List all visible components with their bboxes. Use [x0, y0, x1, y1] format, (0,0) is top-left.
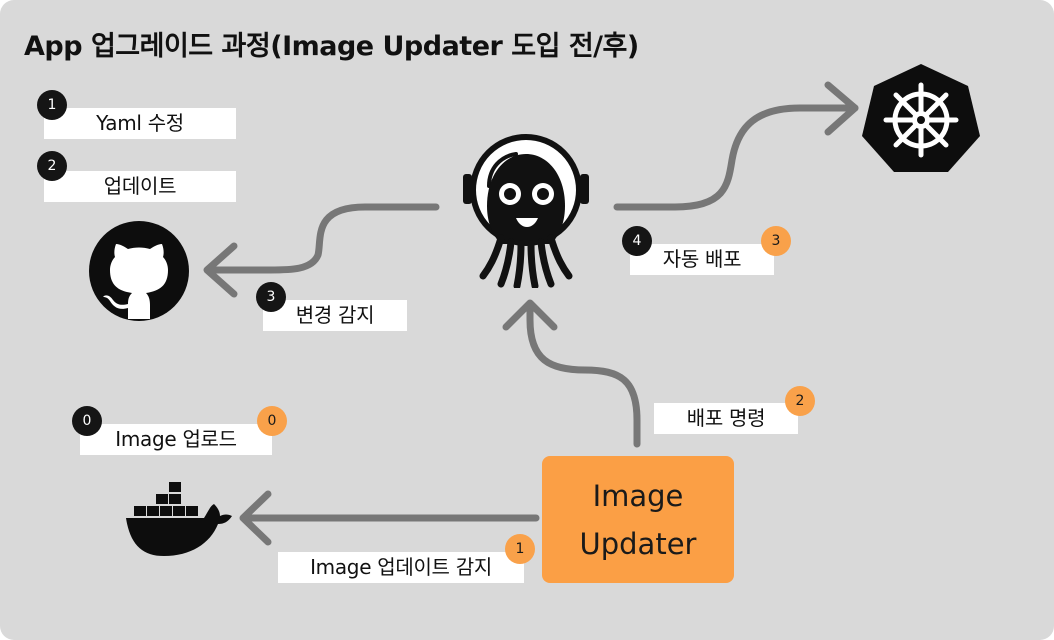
badge-step-1: 1 [37, 90, 67, 120]
label-image-upload: Image 업로드 [80, 424, 272, 455]
arrow-head-argocd [502, 299, 558, 331]
label-yaml-edit: Yaml 수정 [44, 108, 236, 139]
badge-step-4: 4 [622, 226, 652, 256]
image-updater-line1: Image [592, 478, 684, 513]
arrow-argocd-to-github [206, 203, 440, 274]
badge-after-0: 0 [257, 406, 287, 436]
arrow-head-kubernetes [824, 81, 859, 136]
badge-after-1: 1 [505, 534, 535, 564]
badge-step-0: 0 [72, 406, 102, 436]
arrow-head-docker [239, 490, 272, 546]
arrow-updater-to-argocd [526, 306, 641, 448]
image-updater-line2: Updater [579, 526, 697, 561]
docker-icon [126, 482, 232, 556]
github-icon [89, 221, 189, 321]
label-auto-deploy: 자동 배포 [630, 244, 774, 275]
image-updater-box: Image Updater [542, 456, 734, 583]
arrow-head-github [203, 242, 238, 298]
label-deploy-command: 배포 명령 [654, 403, 798, 434]
kubernetes-icon [862, 64, 980, 172]
arrow-argocd-to-kubernetes [613, 104, 859, 211]
badge-after-3: 3 [761, 226, 791, 256]
argocd-icon [463, 134, 589, 288]
label-update: 업데이트 [44, 171, 236, 202]
badge-after-2: 2 [785, 386, 815, 416]
badge-step-2: 2 [37, 151, 67, 181]
label-detect-change: 변경 감지 [263, 300, 407, 331]
diagram-title: App 업그레이드 과정(Image Updater 도입 전/후) [24, 31, 639, 62]
badge-step-3: 3 [256, 282, 286, 312]
label-image-update-detect: Image 업데이트 감지 [278, 552, 524, 583]
